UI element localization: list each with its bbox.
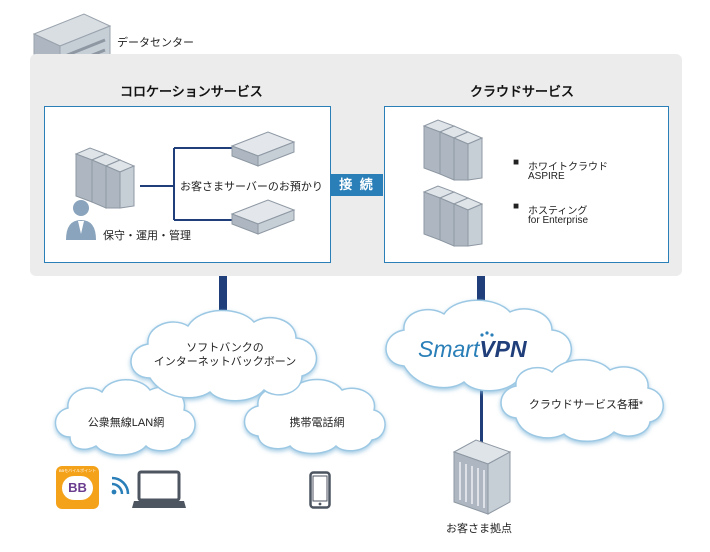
colocation-title: コロケーションサービス [120, 84, 263, 99]
smartvpn-vpn-text: VPN [479, 336, 527, 362]
backbone-uplink-line [219, 276, 227, 326]
maintenance-label: 保守・運用・管理 [103, 230, 191, 242]
laptop-icon [132, 470, 186, 508]
wifi-icon [111, 476, 130, 495]
cloud-item-1-line1: ホワイトクラウド [528, 162, 608, 173]
server-rack-icon-lower [422, 185, 484, 247]
bb-badge-top-text: BBモバイルポイント [58, 468, 97, 473]
datacenter-label: データセンター [117, 37, 194, 49]
smartvpn-smart-text: Smart [418, 336, 480, 362]
cloud-item-1-line2: ASPIRE [528, 171, 565, 182]
cloud-service-title: クラウドサービス [470, 84, 575, 99]
public-wifi-label: 公衆無線LAN網 [87, 417, 165, 429]
mobile-label: 携帯電話網 [289, 417, 345, 429]
smartvpn-cloud [385, 299, 573, 392]
customer-site-label: お客さま拠点 [446, 523, 512, 535]
backbone-label-line2: インターネットバックボーン [153, 356, 297, 368]
cloud-item-2-line1: ホスティング [528, 206, 588, 217]
backbone-cloud [130, 309, 318, 402]
mobile-cloud [243, 378, 386, 455]
server-rack-icon [74, 147, 136, 209]
customer-server-icon-bottom [230, 199, 296, 235]
smartvpn-dots-icon [480, 331, 494, 337]
cloud-services-label: クラウドサービス各種* [528, 399, 644, 411]
smartvpn-uplink-line [477, 276, 485, 304]
public-wifi-cloud [54, 379, 196, 456]
cloud-services-cloud [500, 359, 664, 442]
customer-site-line [480, 380, 483, 446]
server-rack-icon-upper [422, 119, 484, 181]
customer-server-icon-top [230, 131, 296, 167]
customer-server-label: お客さまサーバーのお預かり [180, 181, 323, 193]
cloud-item-1-bullet: ■ [513, 157, 520, 168]
connect-badge: 接 続 [331, 174, 383, 196]
person-icon [66, 200, 96, 240]
cloud-item-2-bullet: ■ [513, 201, 520, 212]
smartvpn-logo: SmartVPN [418, 336, 527, 363]
bb-badge-mark: BB [68, 480, 87, 495]
connector-lines [140, 147, 232, 221]
cloud-item-2-line2: for Enterprise [528, 215, 589, 226]
smartphone-icon [309, 471, 331, 509]
office-building-icon [452, 439, 512, 515]
backbone-label-line1: ソフトバンクの [186, 342, 264, 354]
bb-mobile-point-badge: BBモバイルポイント BB [56, 466, 99, 509]
